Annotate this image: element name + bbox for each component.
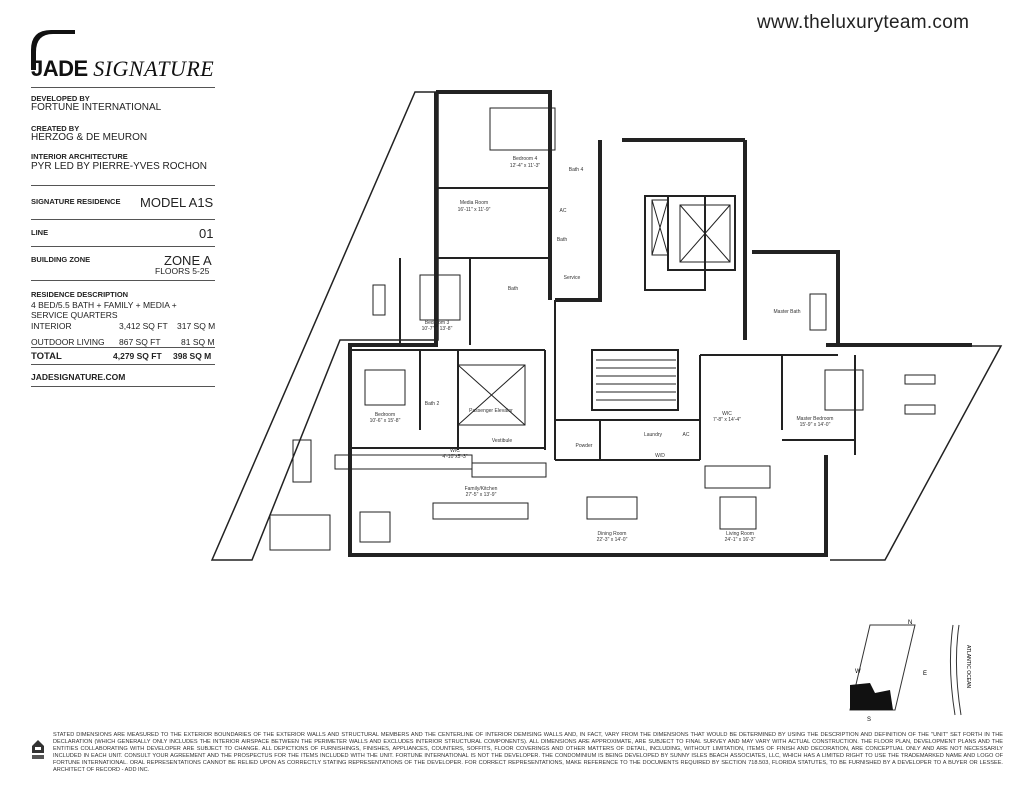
west-terrace-outline xyxy=(210,91,439,561)
disclaimer: STATED DIMENSIONS ARE MEASURED TO THE EX… xyxy=(53,732,1003,773)
room-wic-2: WIC xyxy=(722,411,732,417)
interior-sqft: 3,412 SQ FT xyxy=(119,321,168,331)
site-link[interactable]: JADESIGNATURE.COM xyxy=(31,372,126,382)
created-by-label: CREATED BY xyxy=(31,124,80,133)
room-bath-service: Bath xyxy=(557,237,568,243)
room-dining: Dining Room xyxy=(598,531,627,537)
divider xyxy=(31,185,215,186)
zone-label: BUILDING ZONE xyxy=(31,255,91,264)
outdoor-area-label: OUTDOOR LIVING xyxy=(31,337,105,347)
signature-label: SIGNATURE RESIDENCE xyxy=(31,197,121,206)
room-laundry: Laundry xyxy=(644,432,663,438)
divider xyxy=(31,87,215,88)
brand-logo: JADE SIGNATURE xyxy=(31,56,214,82)
line-label: LINE xyxy=(31,228,49,237)
interior-value: PYR LED BY PIERRE-YVES ROCHON xyxy=(31,161,207,172)
room-bedroom-4: Bedroom 4 xyxy=(513,156,538,162)
room-bath-2: Bath 2 xyxy=(425,401,440,407)
compass-n: N xyxy=(908,620,912,626)
room-living-dim: 24'-1" x 16'-3" xyxy=(725,537,756,543)
room-wd: W/D xyxy=(655,453,665,459)
room-bedroom: Bedroom xyxy=(375,412,395,418)
ocean-label: ATLANTIC OCEAN xyxy=(965,645,971,688)
compass-e: E xyxy=(923,671,927,677)
equal-housing-icon xyxy=(32,740,44,759)
room-family-kitchen-dim: 27'-5" x 13'-9" xyxy=(466,492,497,498)
interior-sqm: 317 SQ M xyxy=(177,321,216,331)
room-bedroom-4-dim: 12'-4" x 11'-3" xyxy=(510,163,541,169)
room-bath-4: Bath 4 xyxy=(569,167,584,173)
room-media-dim: 16'-11" x 11'-9" xyxy=(458,207,491,213)
room-bedroom-dim: 10'-6" x 15'-8" xyxy=(370,418,401,424)
outdoor-sqft: 867 SQ FT xyxy=(119,337,161,347)
room-master-bath: Master Bath xyxy=(774,309,801,315)
room-dining-dim: 22'-3" x 14'-0" xyxy=(597,537,628,543)
website-url: www.theluxuryteam.com xyxy=(757,12,970,33)
exterior-walls xyxy=(348,90,972,557)
room-wic-1-dim: 4'-10"x5'-3" xyxy=(442,454,467,460)
developed-by-value: FORTUNE INTERNATIONAL xyxy=(31,102,162,113)
divider xyxy=(31,347,215,348)
line-value: 01 xyxy=(199,226,214,241)
room-master-bedroom: Master Bedroom xyxy=(797,416,834,422)
room-wic-1: WIC xyxy=(450,448,460,454)
room-living: Living Room xyxy=(726,531,754,537)
total-label: TOTAL xyxy=(31,351,62,362)
total-sqm: 398 SQ M xyxy=(173,351,212,361)
compass-s: S xyxy=(867,717,871,723)
interior-label: INTERIOR ARCHITECTURE xyxy=(31,152,128,161)
svg-text:Bedroom 4: Bedroom 4 xyxy=(513,156,538,162)
divider xyxy=(31,280,215,281)
logo-mark xyxy=(31,30,75,70)
room-powder: Powder xyxy=(576,443,593,449)
zone-value: ZONE A xyxy=(164,253,212,268)
room-ac-1: AC xyxy=(560,208,567,214)
room-master-bedroom-dim: 15'-9" x 14'-0" xyxy=(800,422,831,428)
created-by-value: HERZOG & DE MEURON xyxy=(31,132,148,143)
floors-value: FLOORS 5-25 xyxy=(155,266,210,276)
room-service: Service xyxy=(564,275,581,281)
developed-by-label: DEVELOPED BY xyxy=(31,94,90,103)
divider xyxy=(31,364,215,365)
outdoor-sqm: 81 SQ M xyxy=(181,337,215,347)
key-plan: N S E W ATLANTIC OCEAN xyxy=(849,620,971,723)
description-label: RESIDENCE DESCRIPTION xyxy=(31,290,129,299)
room-bedroom-3-dim: 10'-7" x 13'-8" xyxy=(422,326,453,332)
room-media: Media Room xyxy=(460,200,488,206)
divider xyxy=(31,386,215,387)
description-summary: 4 BED/5.5 BATH + FAMILY + MEDIA + SERVIC… xyxy=(31,300,177,320)
room-wic-2-dim: 7'-8" x 14'-4" xyxy=(713,417,741,423)
brand-italic: SIGNATURE xyxy=(93,56,215,81)
divider xyxy=(31,219,215,220)
room-elevator: Passenger Elevator xyxy=(469,408,513,414)
total-sqft: 4,279 SQ FT xyxy=(113,351,162,361)
model-value: MODEL A1S xyxy=(140,195,214,210)
room-bath-3: Bath xyxy=(508,286,519,292)
divider xyxy=(31,246,215,247)
compass-w: W xyxy=(855,669,861,675)
east-terrace-outline xyxy=(830,345,1003,561)
interior-area-label: INTERIOR xyxy=(31,321,72,331)
room-vestibule: Vestibule xyxy=(492,438,513,444)
room-family-kitchen: Family/Kitchen xyxy=(465,486,498,492)
brand-bold: JADE xyxy=(31,56,88,81)
room-ac-2: AC xyxy=(683,432,690,438)
room-bedroom-3: Bedroom 3 xyxy=(425,320,450,326)
